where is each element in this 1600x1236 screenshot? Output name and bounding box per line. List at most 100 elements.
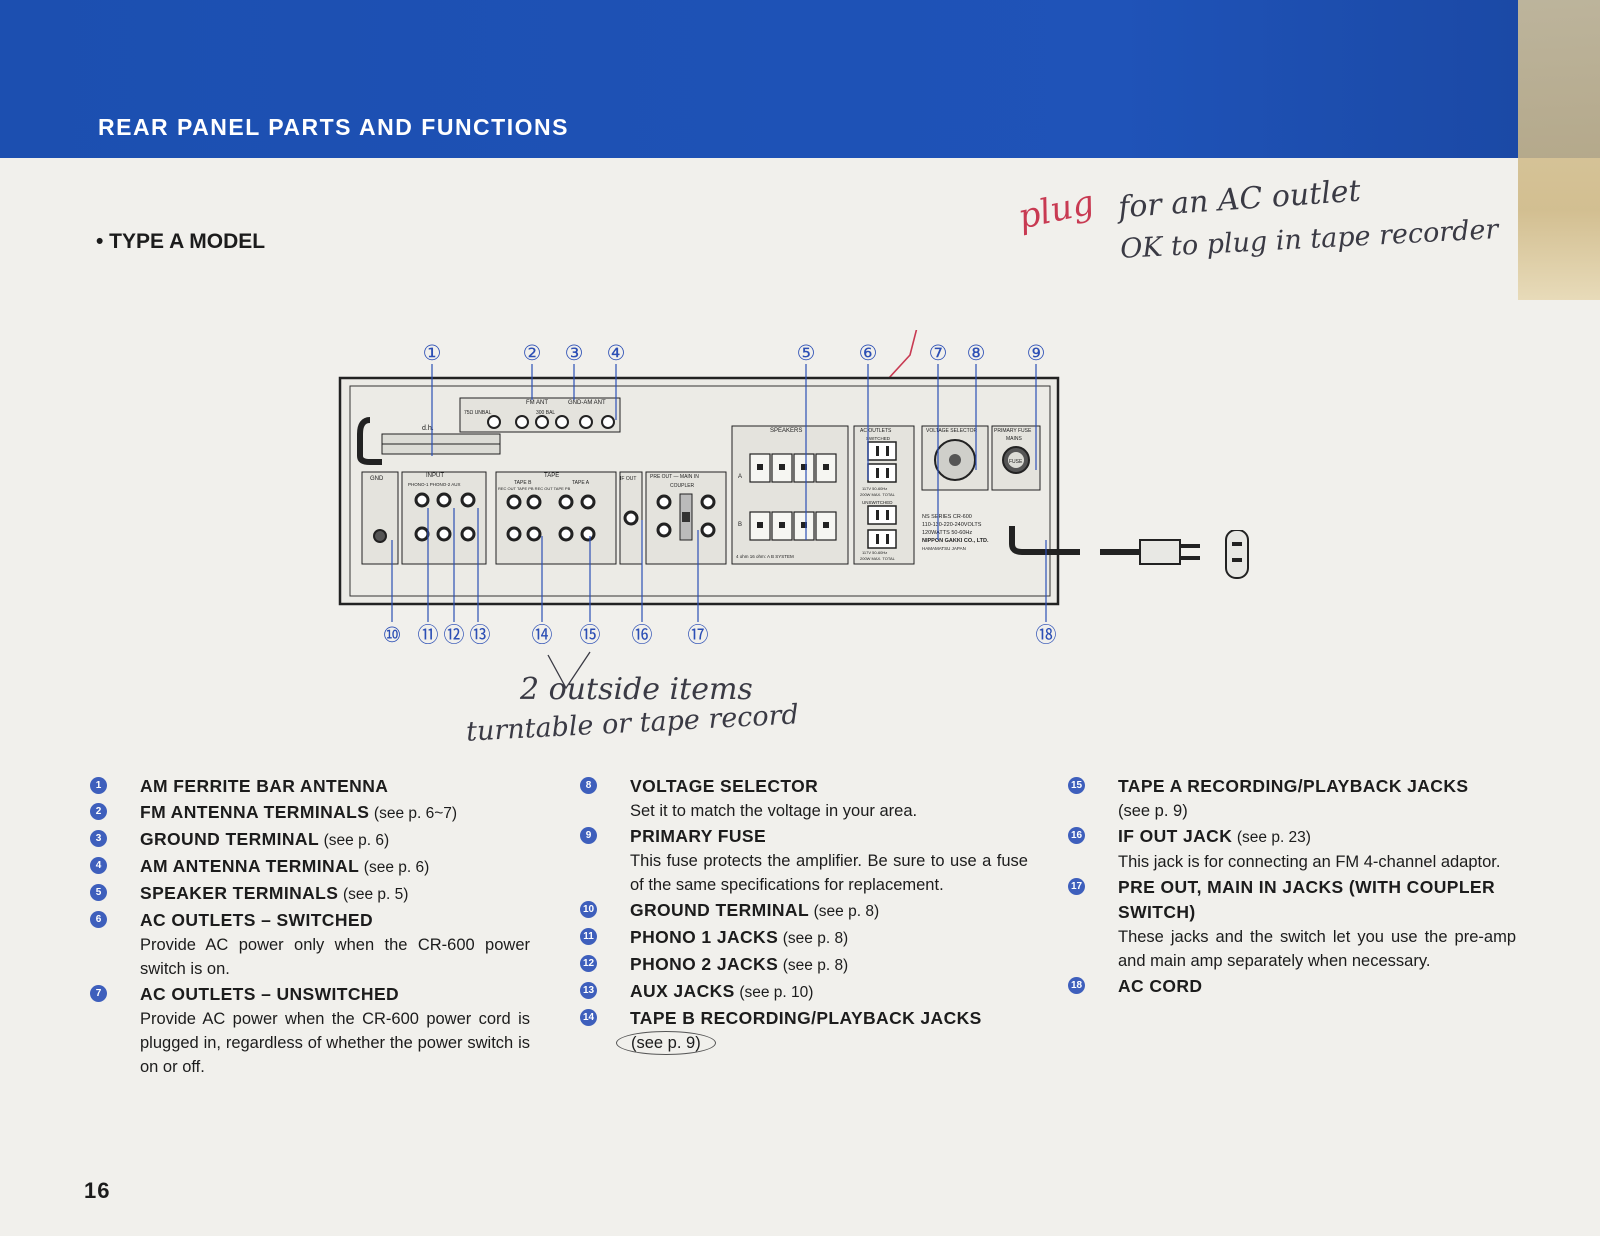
input-jack-panel [401,471,487,565]
wall-socket [1225,530,1249,579]
item-page-ref: (see p. 8) [782,930,849,947]
item-title: PRIMARY FUSE [630,826,767,846]
item-title: GROUND TERMINAL [140,829,320,849]
adhesive-tape-strip [1518,0,1600,300]
item-description: (see p. 9) [1118,802,1188,820]
list-item: 11 PHONO 1 JACKS (see p. 8) [580,925,1028,951]
callout-12: ⑫ [444,624,465,647]
callout-13: ⑬ [470,624,491,647]
item-number: 15 [1068,777,1085,794]
list-item: 6 AC OUTLETS – SWITCHED Provide AC power… [90,908,530,981]
label-rating-switched-1: 117V 50-60Hz [862,486,887,491]
label-mains: MAINS [1006,436,1023,442]
label-ac-outlets: AC OUTLETS [860,428,892,434]
label-voltage-selector: VOLTAGE SELECTOR [926,428,978,434]
nameplate-line-5: HAMAMATSU JAPAN [922,546,966,551]
item-number: 2 [90,803,107,820]
item-page-ref: (see p. 8) [782,957,849,974]
item-title: AC OUTLETS – UNSWITCHED [140,984,400,1004]
label-input: INPUT [426,473,444,479]
item-title: GROUND TERMINAL [630,900,810,920]
handwritten-note-outside-items: 2 outside items [520,672,753,707]
item-page-ref: (see p. 23) [1236,829,1311,846]
item-number: 4 [90,857,107,874]
list-item: 10 GROUND TERMINAL (see p. 8) [580,898,1028,924]
ac-cord [1009,526,1080,555]
callout-17: ⑰ [688,624,709,647]
list-item: 16 IF OUT JACK (see p. 23) This jack is … [1068,824,1516,874]
label-rating-unswitched-1: 117V 50-60Hz [862,550,887,555]
item-number: 14 [580,1009,597,1026]
handwritten-pointer-lines [547,651,591,690]
list-item: 1 AM FERRITE BAR ANTENNA [90,774,530,799]
ac-plug-diagram [1100,530,1249,579]
callout-3: ③ [565,342,584,365]
callout-2: ② [523,342,542,365]
label-75-ohm: 75Ω UNBAL [464,410,492,416]
callout-6: ⑥ [859,342,878,365]
callout-15: ⑮ [580,624,601,647]
item-page-ref: (see p. 6) [323,832,390,849]
item-title: FM ANTENNA TERMINALS [140,802,370,822]
label-tape-sub: REC OUT TAPE PB REC OUT TAPE PB [498,486,571,491]
item-title: AM ANTENNA TERMINAL [140,856,360,876]
item-description: This fuse protects the amplifier. Be sur… [630,852,1028,894]
tape-jack-panel [495,471,617,565]
item-number: 8 [580,777,597,794]
circled-page-ref: (see p. 9) [616,1031,716,1055]
label-fuse: FUSE [1009,459,1023,465]
item-page-ref: (see p. 6~7) [373,805,458,822]
model-label: • TYPE A MODEL [96,230,266,253]
item-number: 1 [90,777,107,794]
label-speaker-a: A [738,474,742,480]
item-title: PHONO 2 JACKS [630,954,779,974]
speaker-terminal-panel [731,425,849,565]
list-item: 13 AUX JACKS (see p. 10) [580,979,1028,1005]
item-page-ref: (see p. 10) [739,984,814,1001]
callout-7: ⑦ [929,342,948,365]
item-number: 3 [90,830,107,847]
svg-text:d.h.: d.h. [422,425,434,432]
label-input-sub: PHONO-1 PHONO-2 AUX [408,482,461,487]
callout-8: ⑧ [967,342,986,365]
label-300-bal: 300 BAL [536,410,555,416]
label-speaker-note: 4 ohm 16 ohm: A B SYSTEM [736,554,794,559]
nameplate-line-1: NS SERIES CR-600 [922,514,972,520]
ac-plug [1139,539,1181,565]
callout-18: ⑱ [1036,624,1057,647]
parts-list-column-2: 8 VOLTAGE SELECTOR Set it to match the v… [580,774,1028,1056]
callout-5: ⑤ [797,342,816,365]
list-item: 3 GROUND TERMINAL (see p. 6) [90,827,530,853]
item-title: VOLTAGE SELECTOR [630,776,819,796]
item-number: 17 [1068,878,1085,895]
list-item: 4 AM ANTENNA TERMINAL (see p. 6) [90,854,530,880]
label-rating-switched-2: 200W MAX. TOTAL [860,492,896,497]
item-title: AUX JACKS [630,981,735,1001]
label-fm-ant: FM ANT [526,400,548,406]
page-number: 16 [84,1178,111,1203]
item-number: 18 [1068,977,1085,994]
label-rating-unswitched-2: 200W MAX. TOTAL [860,556,896,561]
page-title: REAR PANEL PARTS AND FUNCTIONS [98,114,569,140]
item-title: AC OUTLETS – SWITCHED [140,910,373,930]
list-item: 5 SPEAKER TERMINALS (see p. 5) [90,881,530,907]
item-title: AC CORD [1118,976,1203,996]
item-description: Provide AC power only when the CR-600 po… [140,936,530,978]
item-number: 12 [580,955,597,972]
list-item: 14 TAPE B RECORDING/PLAYBACK JACKS (see … [580,1006,1028,1055]
label-tape: TAPE [544,473,559,479]
item-description: Provide AC power when the CR-600 power c… [140,1010,530,1076]
item-description: These jacks and the switch let you use t… [1118,928,1516,970]
item-title: SPEAKER TERMINALS [140,883,339,903]
callout-9: ⑨ [1027,342,1046,365]
parts-list-column-3: 15 TAPE A RECORDING/PLAYBACK JACKS (see … [1068,774,1516,1000]
list-item: 12 PHONO 2 JACKS (see p. 8) [580,952,1028,978]
list-item: 18 AC CORD [1068,974,1516,999]
list-item: 15 TAPE A RECORDING/PLAYBACK JACKS (see … [1068,774,1516,823]
item-description: (see p. 9) [616,1031,1028,1055]
item-number: 7 [90,985,107,1002]
list-item: 7 AC OUTLETS – UNSWITCHED Provide AC pow… [90,982,530,1079]
nameplate-line-3: 120WATTS 50-60Hz [922,530,972,536]
item-page-ref: (see p. 5) [342,886,409,903]
